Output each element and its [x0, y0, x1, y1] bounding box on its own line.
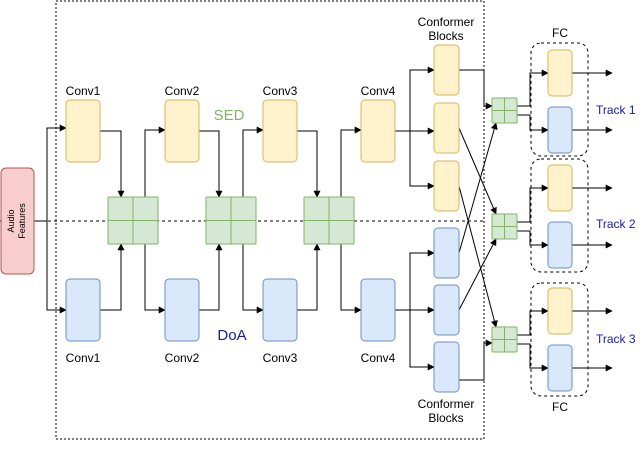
edge-tm2-fc-doa	[517, 230, 549, 249]
audio-features-label-1: Audio	[6, 209, 16, 232]
doa-conv3	[262, 278, 298, 342]
fc-doa-1	[547, 106, 573, 154]
edge-doa-conf3-tm3	[459, 339, 493, 381]
sed-conv1	[65, 99, 101, 163]
sed-conv3-label: Conv3	[263, 84, 298, 98]
edge-doa-conv1-merge	[100, 243, 125, 311]
sed-conformer-1	[433, 44, 460, 96]
track-1-label: Track 1	[596, 103, 636, 117]
edge-sed-conv3-merge	[297, 130, 321, 198]
audio-features-label-2: Features	[17, 203, 27, 239]
sed-conv4	[360, 99, 396, 163]
audio-features-block	[0, 167, 35, 275]
edge-merge-1-doa	[144, 244, 166, 314]
edge-sed-conf1-tm1	[459, 69, 493, 110]
track-merge-1	[491, 97, 518, 124]
connections	[34, 66, 613, 381]
encoder-region	[55, 0, 485, 440]
edge-doa-conf2-tm2	[458, 238, 497, 311]
fc-sed-2	[547, 164, 573, 212]
doa-conv3-label: Conv3	[263, 351, 298, 365]
conformer-top-label-2: Blocks	[428, 29, 463, 43]
doa-label: DoA	[217, 327, 246, 344]
merge-3	[303, 196, 355, 245]
conformer-bottom-label-2: Blocks	[428, 411, 463, 425]
fc-doa-2	[547, 221, 573, 269]
edge-tm1-fc-doa	[517, 114, 549, 134]
doa-conv2-label: Conv2	[165, 351, 200, 365]
fc-bottom-label: FC	[552, 400, 568, 414]
edge-tm1-fc-sed	[517, 69, 549, 107]
edge-conv4-sed-conf1	[395, 66, 435, 132]
edge-input-sed	[34, 124, 67, 222]
edge-input-doa	[46, 221, 67, 314]
fc-doa-3	[547, 344, 573, 392]
fc-sed-3	[547, 287, 573, 335]
doa-conformer-1	[433, 227, 460, 279]
edge-doa-conf1-tm1	[458, 122, 498, 254]
edge-doa-conv3-merge	[297, 243, 321, 311]
fc-group-3	[530, 282, 589, 397]
sed-conv1-label: Conv1	[66, 84, 101, 98]
doa-conformer-2	[433, 284, 460, 336]
fc-group-2	[530, 158, 589, 273]
doa-conformer-3	[433, 341, 460, 393]
doa-conv1-label: Conv1	[66, 351, 101, 365]
conformer-bottom-label-1: Conformer	[418, 397, 475, 411]
fc-sed-1	[547, 49, 573, 97]
doa-conv1	[65, 278, 101, 342]
track-merge-3	[491, 326, 518, 353]
edge-sed-conf3-tm3	[458, 185, 498, 328]
sed-conformer-3	[433, 160, 460, 212]
track-merge-2	[491, 213, 518, 240]
edge-merge-2-doa	[242, 244, 264, 314]
sed-conformer-2	[433, 102, 460, 154]
edge-merge-3-sed	[340, 126, 362, 197]
edge-conv4-sed-conf3	[409, 131, 435, 190]
sed-label: SED	[214, 107, 245, 124]
edge-sed-conv1-merge	[100, 130, 125, 198]
edge-sed-conv2-merge	[199, 130, 223, 198]
edge-tm3-fc-doa	[517, 343, 549, 372]
sed-conv3	[262, 99, 298, 163]
merge-2	[205, 196, 257, 245]
edge-merge-3-doa	[340, 244, 362, 314]
edge-doa-conv2-merge	[199, 243, 223, 311]
doa-conv4-label: Conv4	[361, 351, 396, 365]
edge-merge-1-sed	[144, 126, 166, 197]
sed-conv2	[164, 99, 200, 163]
sed-conv2-label: Conv2	[165, 84, 200, 98]
edge-conv4-doa-conf3	[409, 310, 435, 371]
edge-tm3-fc-sed	[517, 307, 549, 336]
fc-top-label: FC	[552, 26, 568, 40]
edge-conv4-doa-conf1	[395, 249, 435, 311]
edge-merge-2-sed	[242, 126, 264, 197]
sed-conv4-label: Conv4	[361, 84, 396, 98]
merge-1	[107, 196, 159, 245]
track-3-label: Track 3	[596, 332, 636, 346]
edge-tm2-fc-sed	[517, 184, 549, 223]
conformer-top-label-1: Conformer	[418, 15, 475, 29]
track-2-label: Track 2	[596, 217, 636, 231]
fc-group-1	[530, 42, 589, 157]
doa-conv4	[360, 278, 396, 342]
blocks	[0, 0, 589, 440]
edge-sed-conf2-tm2	[458, 127, 497, 215]
doa-conv2	[164, 278, 200, 342]
